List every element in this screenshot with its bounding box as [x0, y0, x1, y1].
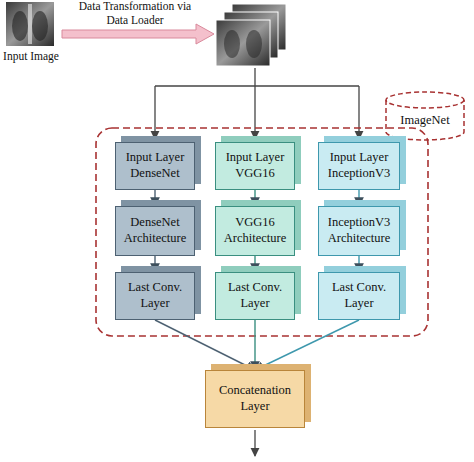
flow-arrow [254, 320, 255, 370]
node-text: ImageNet [400, 113, 449, 129]
node-text: Last Conv. Layer [220, 280, 290, 311]
flow-arrow [358, 256, 359, 272]
architecture-box: VGG16 Architecture [215, 206, 295, 256]
stacked-images [216, 4, 286, 66]
node-text: Concatenation Layer [210, 383, 300, 414]
dashed-frame [96, 128, 428, 336]
node-text: InceptionV3 Architecture [323, 215, 395, 246]
flow-arrow [154, 256, 155, 272]
node-text: DenseNet Architecture [120, 215, 190, 246]
input-layer-box: Input Layer InceptionV3 [318, 142, 400, 190]
flow-arrow [154, 190, 155, 206]
flow-arrow [255, 320, 359, 370]
flow-arrow [254, 256, 255, 272]
image-caption: Input Image [0, 50, 62, 64]
node-text: Input Layer VGG16 [220, 150, 290, 181]
node-text: Last Conv. Layer [120, 280, 190, 311]
conv-layer-box: Last Conv. Layer [115, 272, 195, 320]
flow-arrow [254, 190, 255, 206]
arrow-label: Data Transformation via Data Loader [70, 0, 200, 28]
output-arrow [254, 430, 255, 456]
node-text: Last Conv. Layer [323, 280, 395, 311]
conv-layer-box: Last Conv. Layer [215, 272, 295, 320]
database-cylinder: ImageNet [384, 90, 466, 142]
node-text: Input Layer DenseNet [120, 150, 190, 181]
flow-arrow [358, 190, 359, 206]
node-text: VGG16 Architecture [220, 215, 290, 246]
input-layer-box: Input Layer DenseNet [115, 142, 195, 190]
node-text: Input Layer InceptionV3 [323, 150, 395, 181]
flow-arrow [155, 320, 255, 370]
transformation-arrow [62, 24, 214, 44]
architecture-box: DenseNet Architecture [115, 206, 195, 256]
input-layer-box: Input Layer VGG16 [215, 142, 295, 190]
conv-layer-box: Last Conv. Layer [318, 272, 400, 320]
architecture-box: InceptionV3 Architecture [318, 206, 400, 256]
input-xray-image [6, 2, 54, 46]
concatenation-box: Concatenation Layer [205, 370, 305, 428]
